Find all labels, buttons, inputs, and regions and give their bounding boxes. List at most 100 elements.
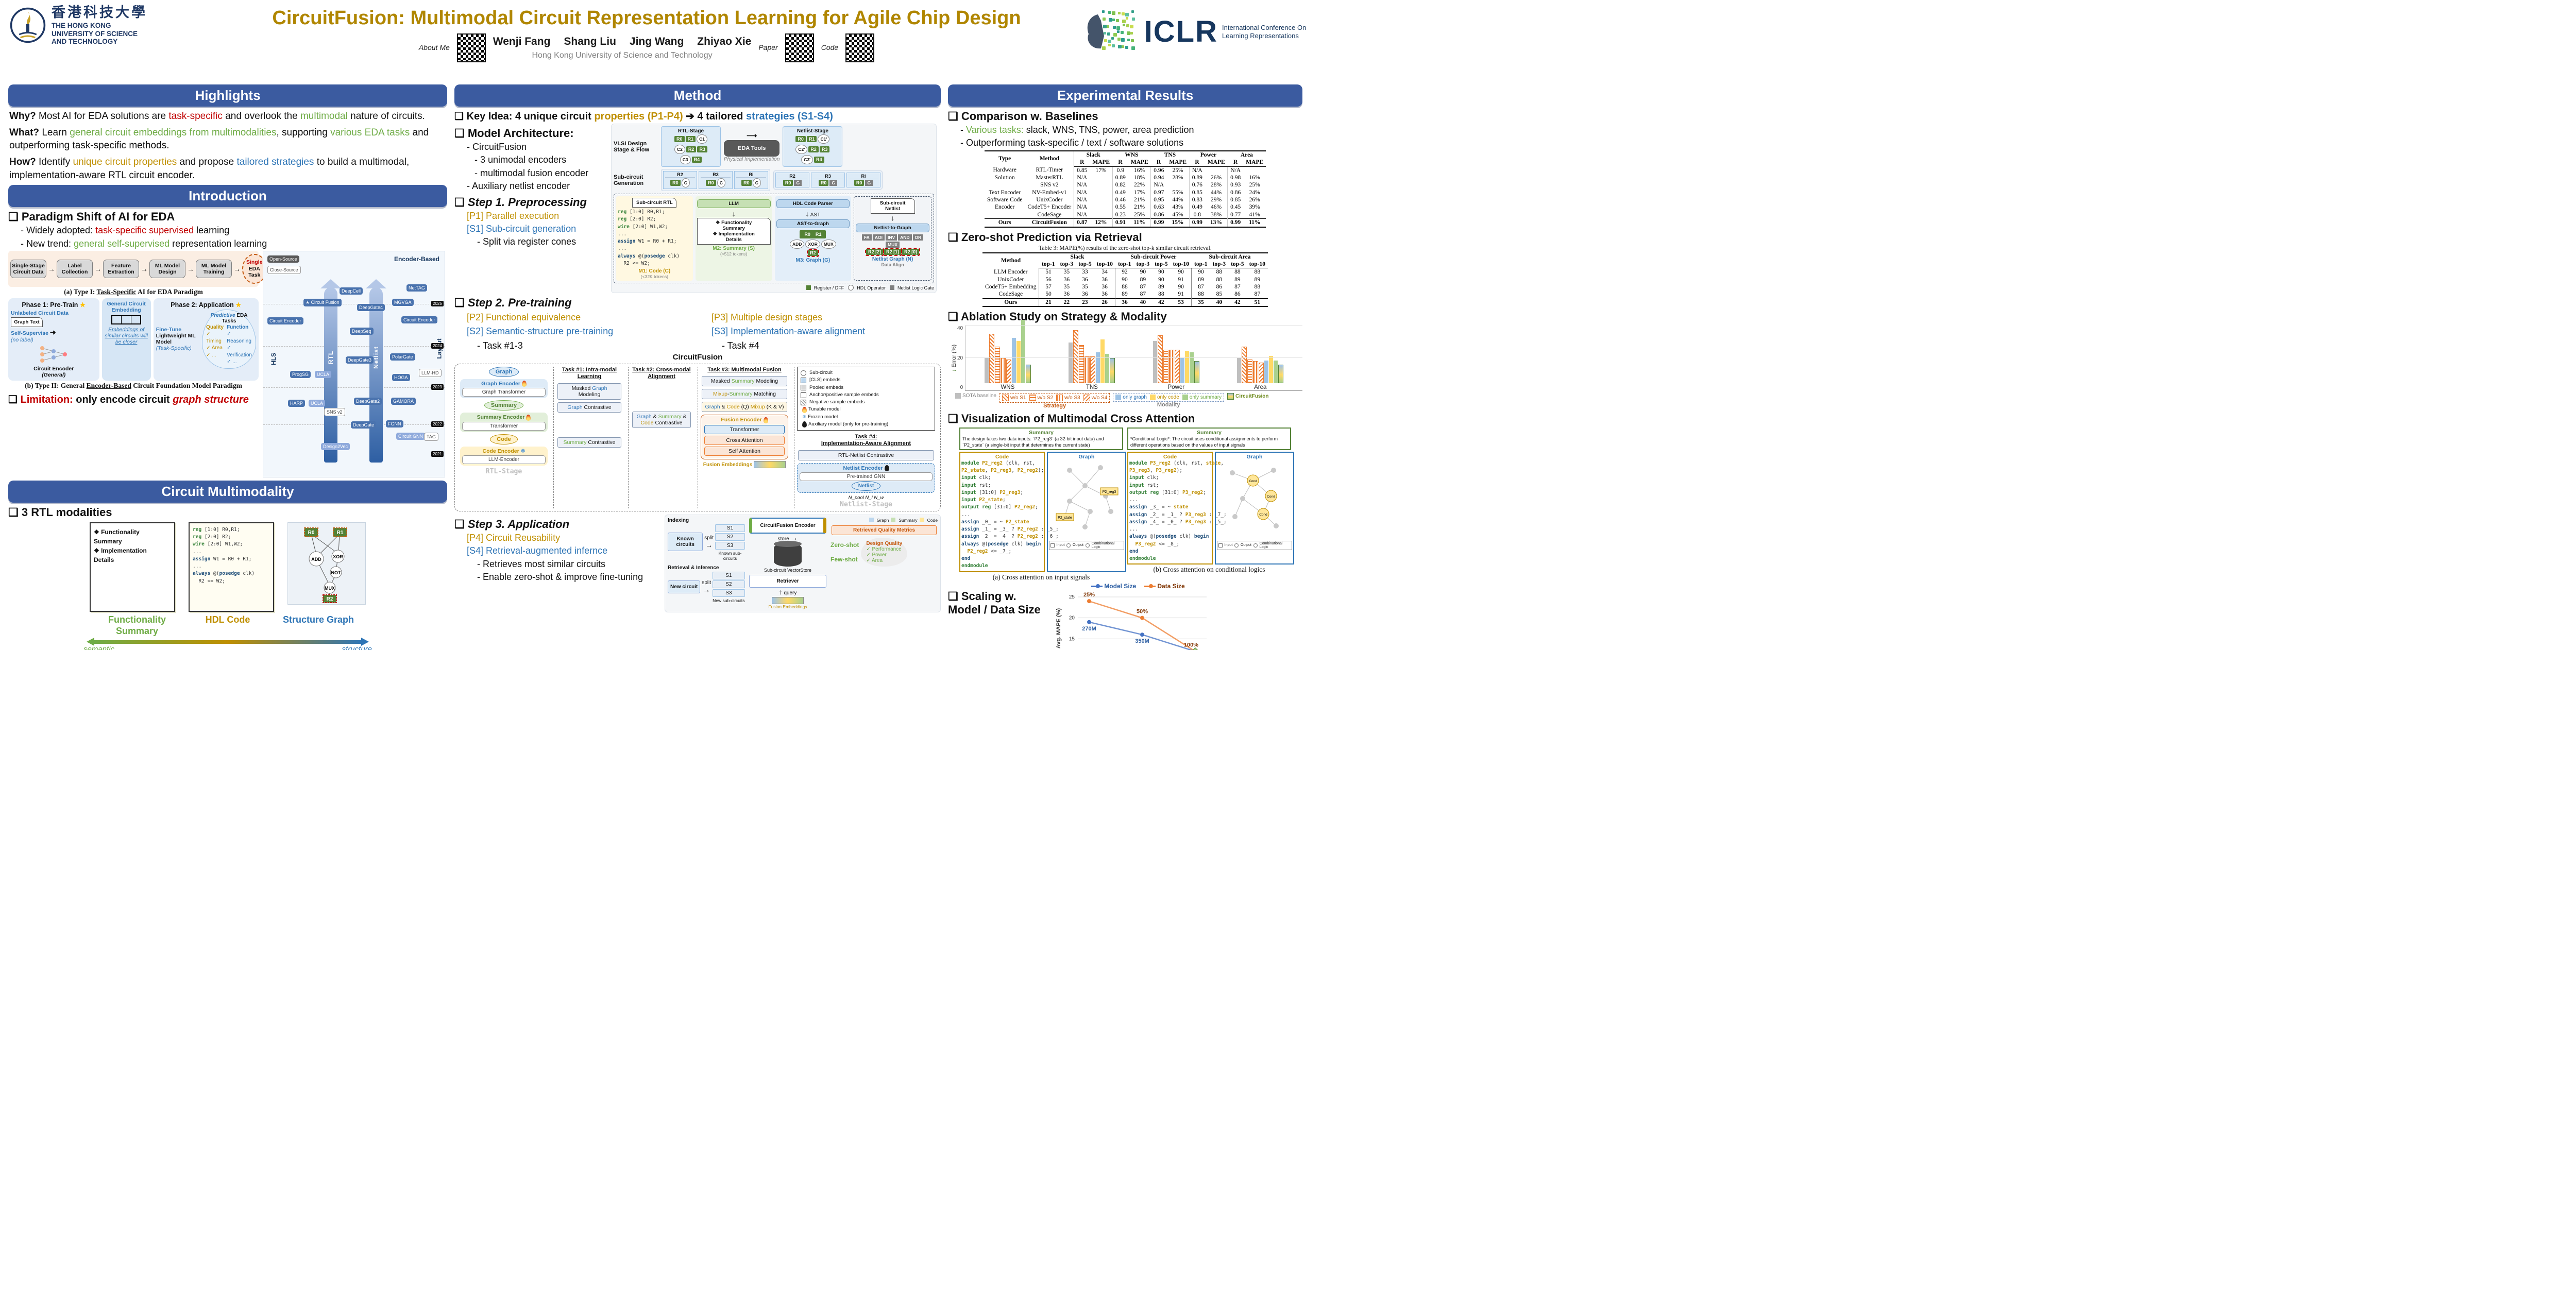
retr-legend-item: Summary [891,518,918,523]
netlist-embed-vars: N_pool N_l N_w [848,494,884,501]
flow-arrow-icon: → [233,264,241,273]
data-align-label: Data Align [881,262,904,267]
ablation-category-label: Power [1167,384,1185,391]
svg-text:P2_reg3: P2_reg3 [1103,490,1116,494]
semantic-structure-axis [87,637,369,646]
tree-node: HARP [288,399,306,407]
s2-line: [S2] Semantic-structure pre-training [467,326,614,337]
mixup-summary-matching-box: Mixup-Summary Matching [702,389,787,400]
vlsi-flow-label: VLSI Design Stage & Flow [614,140,650,153]
architecture-bullet: - Auxiliary netlist encoder [467,181,570,192]
flow-node: ML Model Training [196,259,232,278]
llm-box: LLM [697,199,771,208]
task4-header: Task #4:Implementation-Aware Alignment [821,434,911,447]
tree-node: UCLA [309,399,326,407]
model-size-marker [1091,584,1103,588]
phase1-box: Phase 1: Pre-Train ★ Unlabeled Circuit D… [8,298,99,381]
tree-node: FGNN [386,420,403,427]
tree-axis-hls: HLS [270,352,277,365]
ablation-bar [1194,361,1199,384]
summary-oval: Summary [484,400,524,411]
s1-line: [S1] Sub-circuit generation [467,223,577,234]
task-specific-flow-diagram: Single-Stage Circuit Data → Label Collec… [8,250,267,287]
task3-header: Task #3: Multimodal Fusion [707,367,782,373]
tree-node: ProgSG [290,370,311,378]
ablation-bar [1016,341,1021,384]
tree-node: GAMORA [391,397,416,405]
fusion-legend-item: Pooled embeds [801,384,931,391]
netlist-to-graph-box: Netlist-to-Graph [856,224,929,232]
modal-legend-item: HDL Operator [848,285,886,290]
foundation-model-diagram: Phase 1: Pre-Train ★ Unlabeled Circuit D… [8,298,259,381]
hkust-logo: 香港科技大學 THE HONG KONG UNIVERSITY OF SCIEN… [9,5,226,46]
design-quality-cloud: Design Quality ✓ Performance✓ Power✓ Are… [861,537,908,567]
axis-semantic-label: semantic [83,644,115,650]
tree-node: SNS v2 [324,407,345,416]
tree-year-label: 2023 [431,384,444,390]
key-idea-line: Key Idea: 4 unique circuit properties (P… [454,110,941,123]
ablation-bar [1168,350,1174,384]
ablation-bar [1242,346,1247,384]
ablation-ylabel: ↓ Error (%) [951,345,957,372]
author-name: Jing Wang [629,36,684,47]
p4-line: [P4] Circuit Reusability [467,532,561,543]
flow-node: Feature Extraction [103,259,139,278]
caption-type2: (b) Type II: General Encoder-Based Circu… [25,381,242,389]
gsc-contrastive-box: Graph & Summary & Code Contrastive [632,411,691,428]
tree-node: MGVGA [392,298,414,306]
introduction-banner: Introduction [8,185,447,208]
qr-paper-code [785,33,814,62]
university-name-cn: 香港科技大學 [52,5,147,20]
graph-code-mixup-chip: Graph & Code (Q) Mixup (K & V) [702,402,787,413]
ablation-bar [1096,352,1100,384]
middle-column: Method Key Idea: 4 unique circuit proper… [454,81,941,650]
architecture-bullet: - 3 unimodal encoders [467,155,567,165]
circuitfusion-title: CircuitFusion [672,353,723,362]
author-name: Wenji Fang [493,36,551,47]
fusion-legend-item: [CLS] embeds [801,377,931,384]
embedding-vector-icon [111,315,142,324]
comparison-heading: Comparison w. Baselines [948,110,1302,123]
encoder-timeline-tree: Open-Source Close-Source Encoder-Based R… [263,250,445,477]
tree-axis-layout: Layout [435,338,443,359]
s3-line: [S3] Implementation-aware alignment [711,326,866,337]
tree-node: Circuit Encoder [267,317,303,324]
retrieved-metrics-box: Retrieved Quality Metrics [832,525,937,535]
limitation-line: Limitation: only encode circuit graph st… [8,393,259,406]
hkust-emblem-icon [10,8,46,43]
phase2-box: Phase 2: Application ★ Fine-Tune Lightwe… [153,298,259,381]
zero-shot-label: Zero-shot [831,541,859,549]
fusion-encoder: Fusion Encoder Transformer Cross Attenti… [701,415,788,459]
iclr-brain-icon [1087,10,1135,50]
rtl-netlist-contrastive-box: RTL-Netlist Contrastive [798,450,934,460]
paradigm-heading: Paradigm Shift of AI for EDA [8,210,447,224]
task4-line: - Task #4 [722,340,759,351]
legend-close-source: Close-Source [267,265,301,274]
caption-type1: (a) Type I: Task-Specific AI for EDA Par… [64,287,203,296]
ablation-category-label: TNS [1086,384,1098,391]
svg-text:50%: 50% [1137,608,1148,614]
paradigm-bullet-1: - Widely adopted: task-specific supervis… [21,225,230,236]
flow-node: Label Collection [57,259,93,278]
predictive-tasks-cloud: Predictive EDA Tasks Quality ✓ Timing✓ A… [202,309,256,369]
circuitfusion-architecture: Graph Graph Encoder Graph Transformer Su… [454,364,941,511]
ablation-category-label: WNS [1001,384,1015,391]
ablation-bar [1079,345,1084,384]
flow-arrow-icon: → [48,264,55,273]
comparison-bullet-2: - Outperforming task-specific / text / s… [960,138,1184,148]
cross-attention-panel-b: Summary*Conditional Logic*: The circuit … [1127,427,1294,582]
svg-text:R0: R0 [308,530,315,536]
tree-node: DeepGate4 [357,303,385,311]
ablation-bar [1163,350,1168,384]
flame-icon [526,414,531,421]
